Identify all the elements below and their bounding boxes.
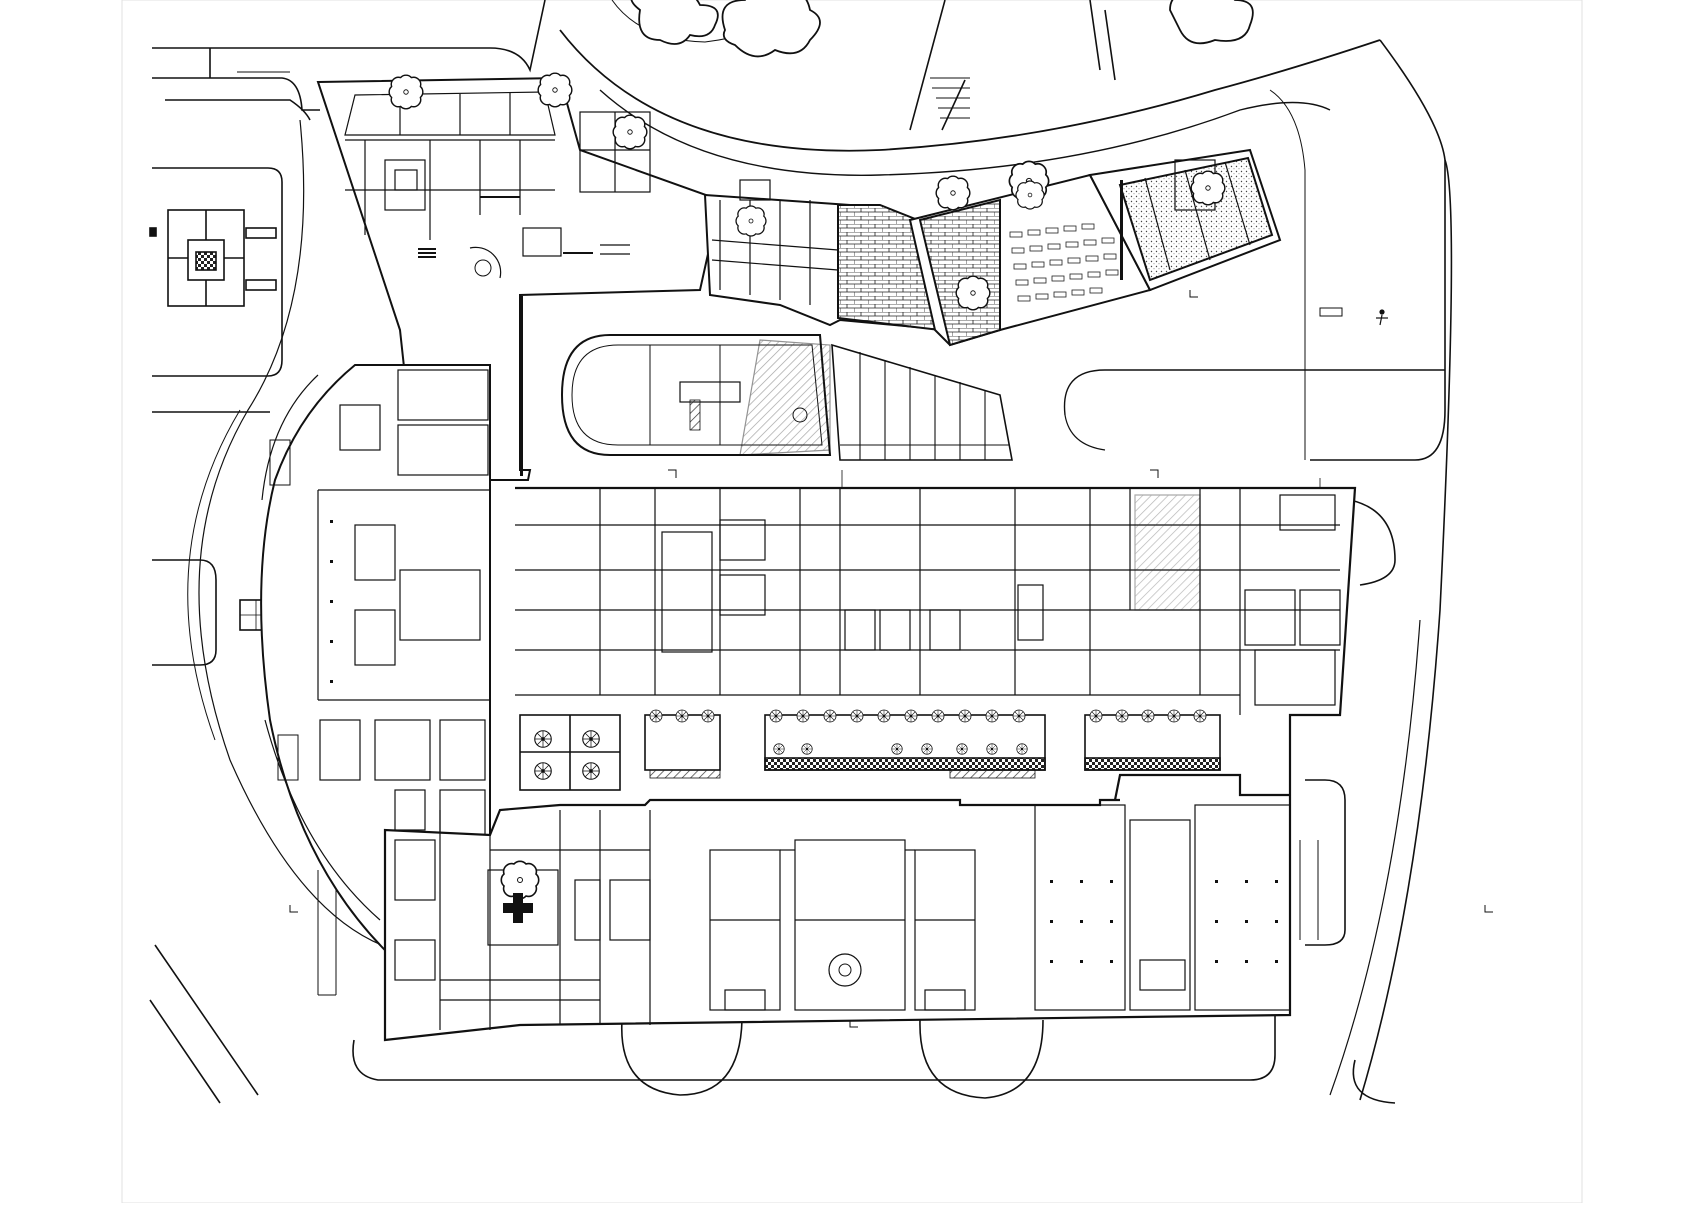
west-curved-wing: [260, 364, 491, 961]
garden-terrace: [519, 714, 1221, 791]
person-icon: [1376, 309, 1388, 326]
car-icon: [1319, 307, 1343, 317]
tree-icon: [1190, 170, 1226, 206]
main-hospital-block: [383, 486, 1357, 1042]
hall-tables: [1009, 223, 1119, 302]
fountain: [828, 953, 862, 987]
dimension-marks: [289, 290, 1493, 1028]
central-atrium-building: [560, 334, 1013, 461]
background-trees: [630, 0, 1254, 58]
tree-icon: [612, 114, 648, 150]
structural-columns: [330, 520, 1278, 963]
tree-icon: [735, 205, 767, 237]
tree-icon: [1015, 180, 1045, 210]
north-central-wing: [703, 179, 950, 332]
tree-icon: [537, 72, 573, 108]
courtyard-cross-motif: [503, 893, 533, 923]
tree-icon: [955, 275, 991, 311]
tree-icon: [935, 175, 971, 211]
top-left-parking-structure: [149, 209, 277, 307]
north-east-wing: [908, 148, 1282, 347]
site-roads: [149, 0, 1453, 1104]
tree-icon: [388, 74, 424, 110]
